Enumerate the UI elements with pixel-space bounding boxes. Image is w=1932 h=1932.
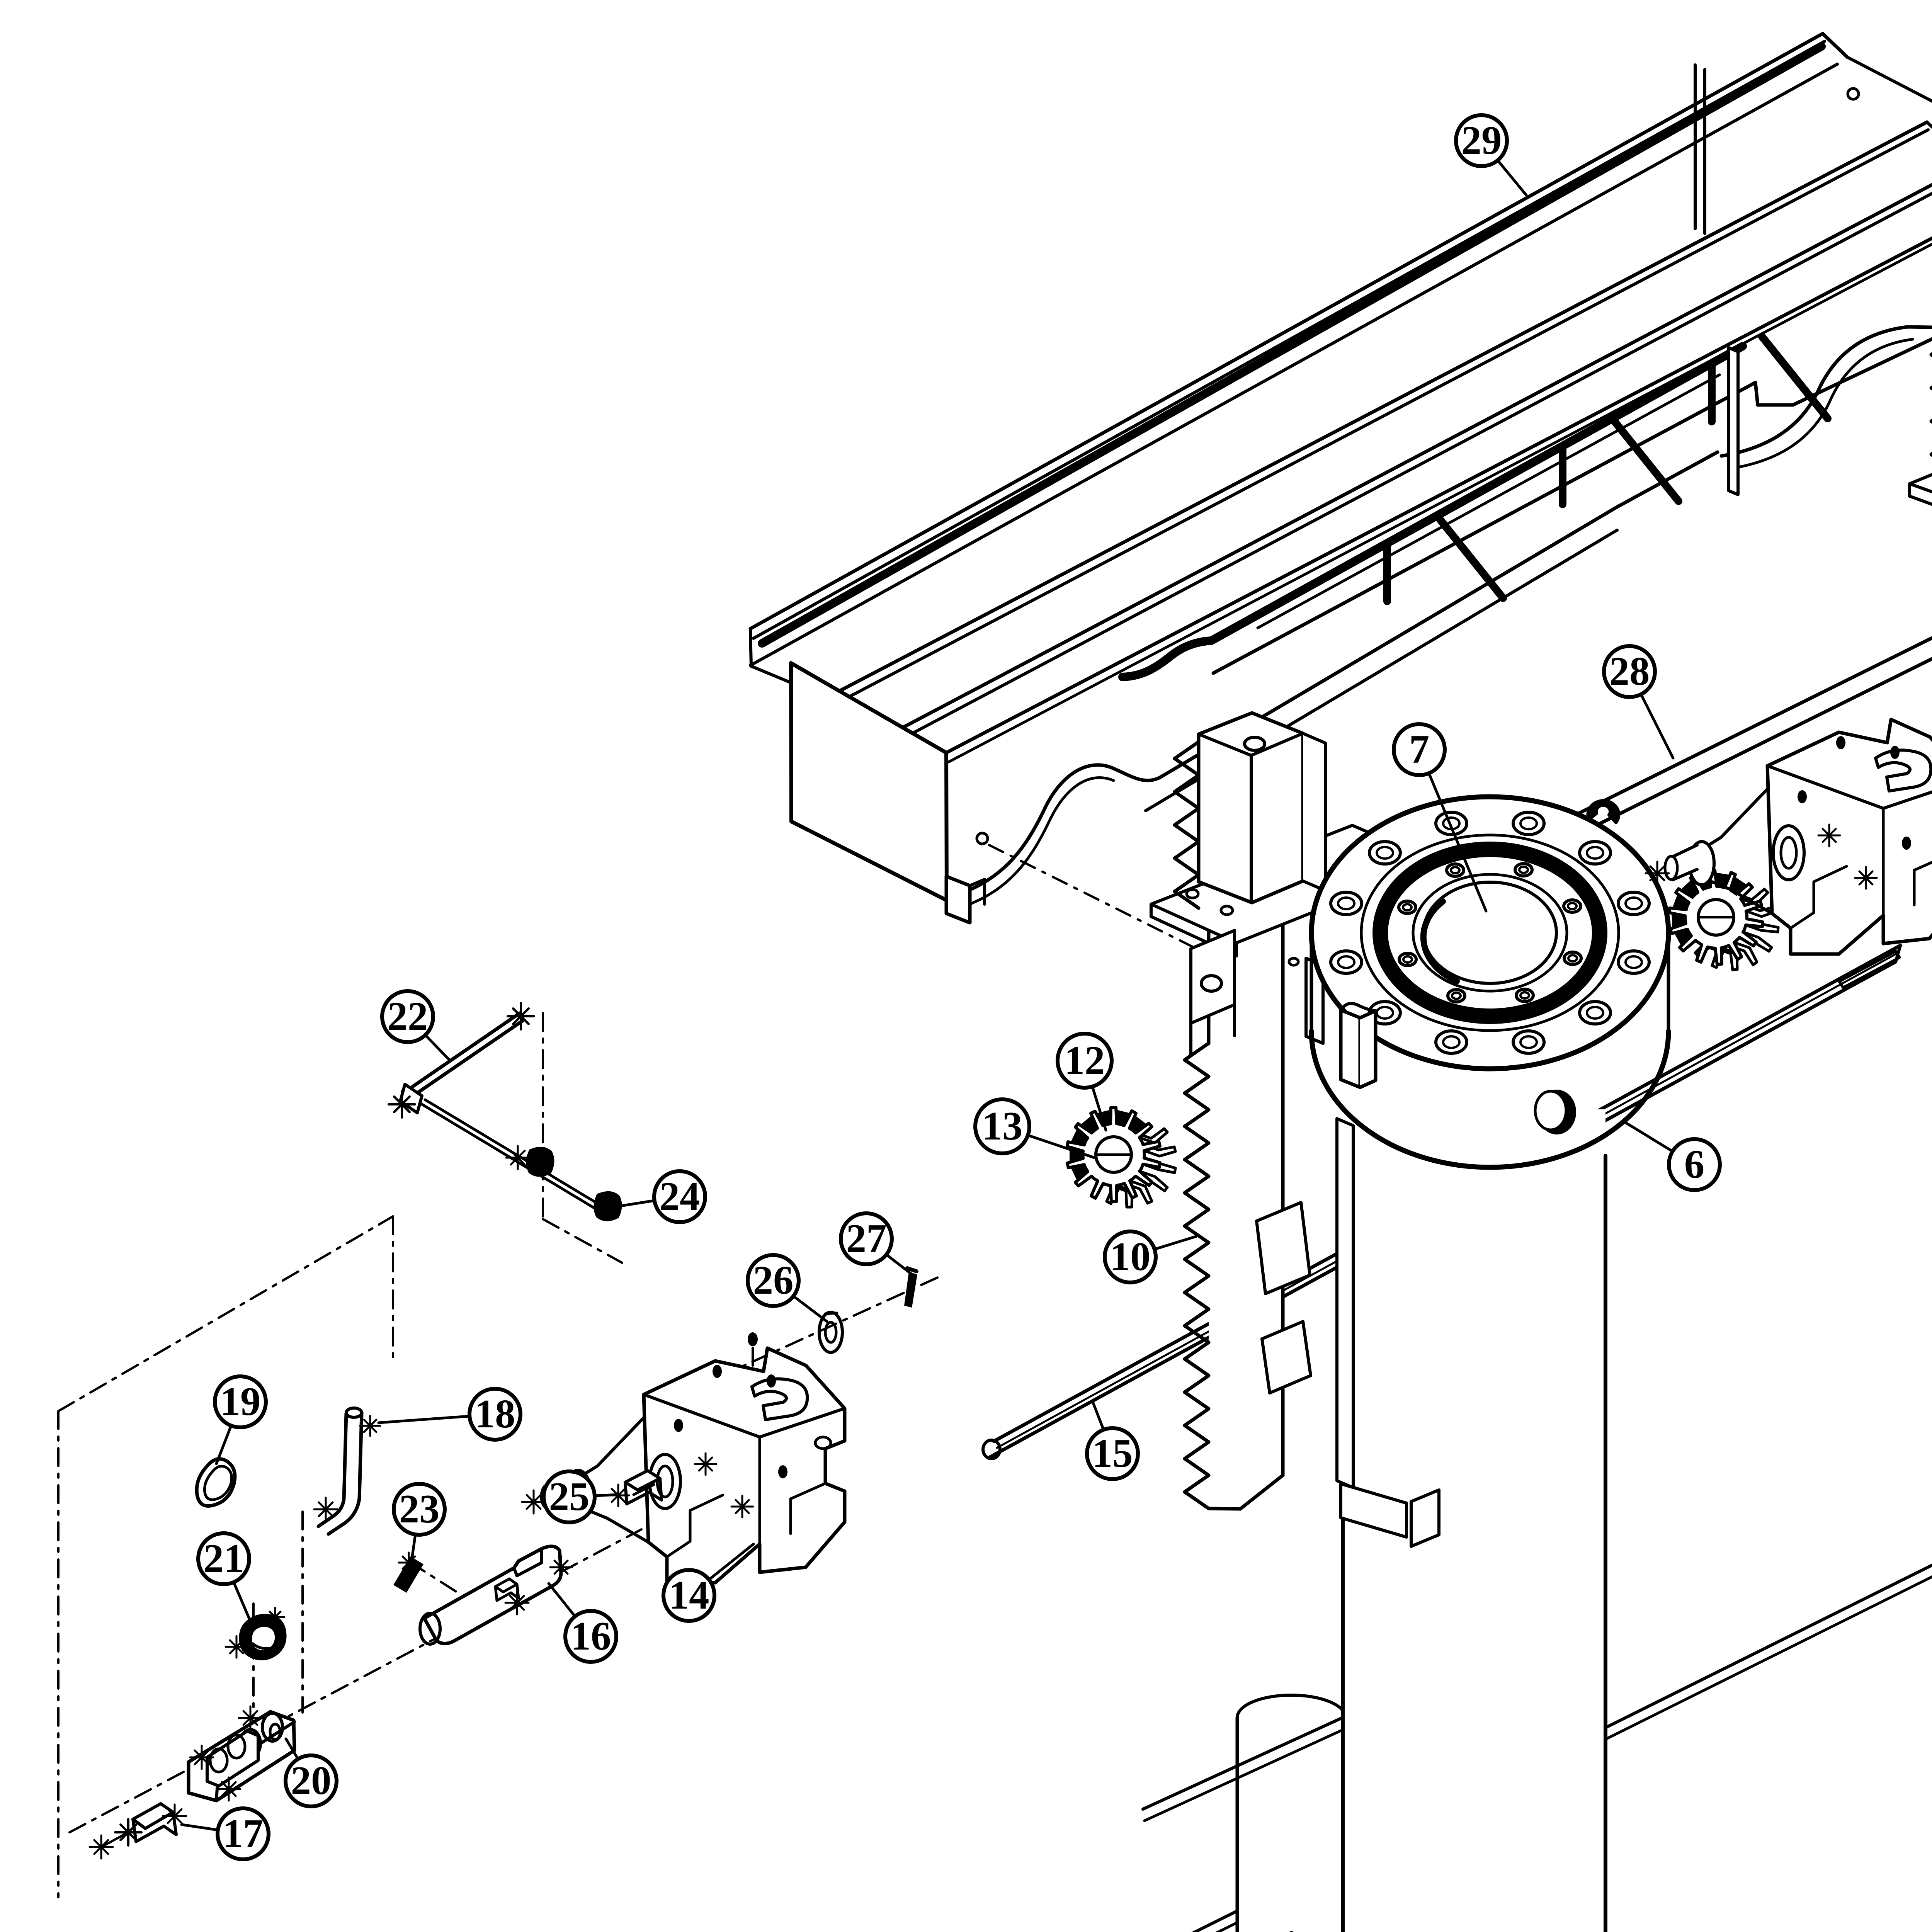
- svg-text:27: 27: [846, 1216, 887, 1261]
- svg-text:26: 26: [753, 1257, 794, 1303]
- svg-text:16: 16: [571, 1613, 611, 1658]
- svg-text:15: 15: [1092, 1430, 1133, 1476]
- svg-text:6: 6: [1684, 1141, 1705, 1187]
- svg-text:17: 17: [223, 1811, 264, 1856]
- svg-text:20: 20: [291, 1758, 332, 1803]
- svg-text:7: 7: [1409, 726, 1430, 772]
- svg-text:12: 12: [1065, 1037, 1105, 1083]
- svg-text:25: 25: [549, 1474, 590, 1519]
- svg-text:22: 22: [388, 993, 428, 1039]
- svg-text:13: 13: [982, 1103, 1023, 1148]
- svg-text:21: 21: [204, 1536, 244, 1581]
- svg-text:24: 24: [660, 1173, 700, 1219]
- svg-text:14: 14: [669, 1572, 709, 1617]
- svg-text:19: 19: [220, 1379, 261, 1424]
- svg-text:10: 10: [1110, 1234, 1151, 1279]
- svg-text:28: 28: [1609, 648, 1650, 694]
- svg-text:18: 18: [475, 1391, 515, 1436]
- svg-text:29: 29: [1461, 117, 1502, 163]
- svg-text:23: 23: [399, 1486, 440, 1531]
